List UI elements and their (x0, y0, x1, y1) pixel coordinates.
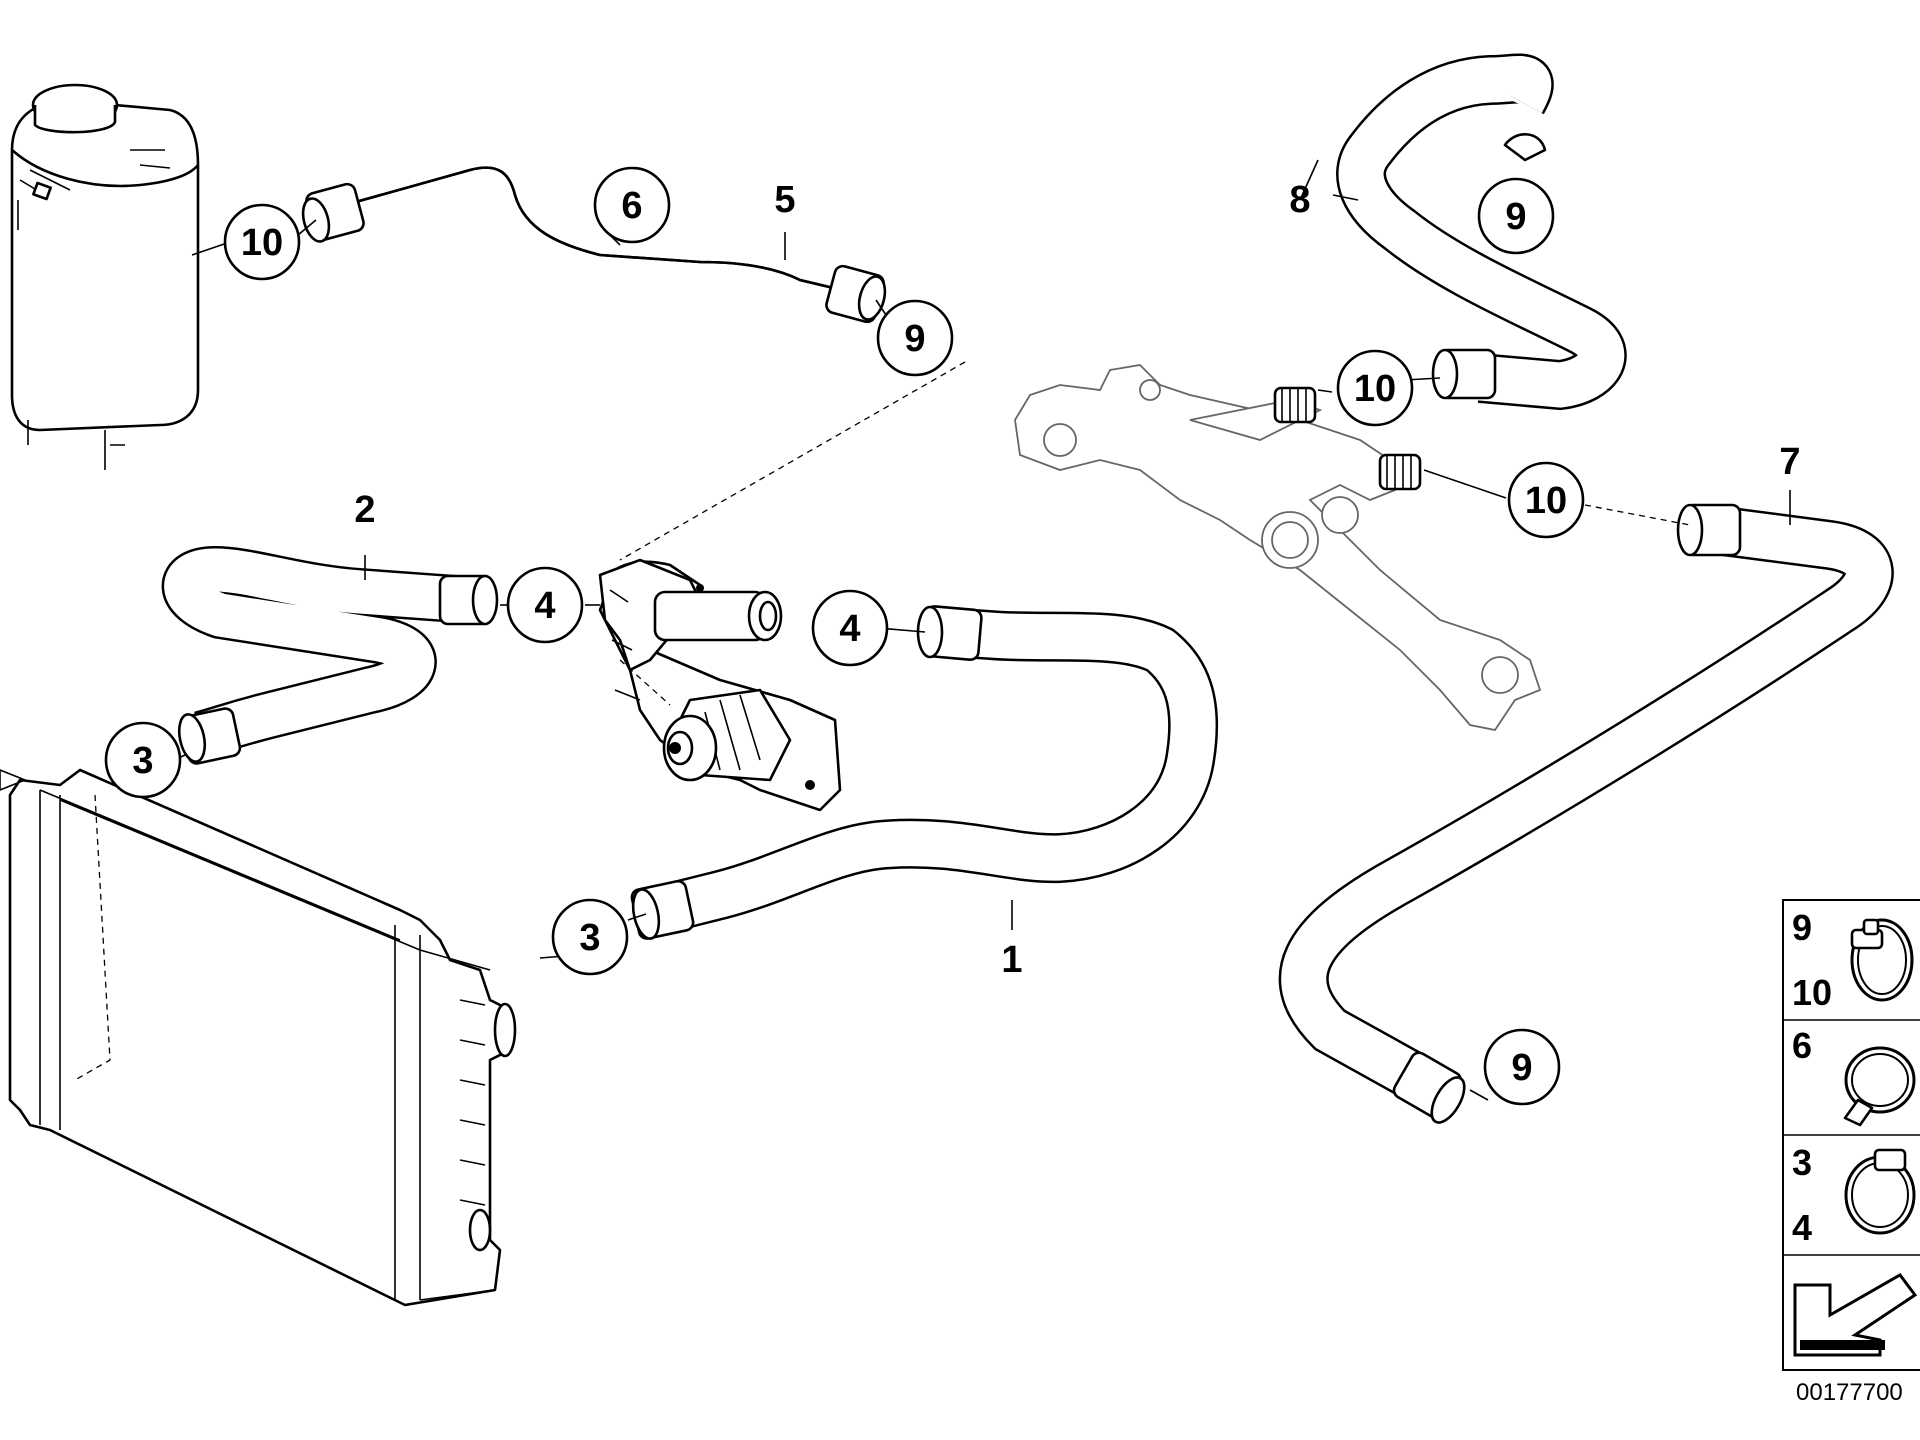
callout-9-upper-right-circle (1477, 177, 1555, 255)
hose-8 (1336, 53, 1627, 411)
label-2: 2 (354, 489, 375, 531)
callout-10-right-upper-label: 10 (1354, 368, 1396, 410)
callout-9-lower-right: 9 (1483, 1028, 1561, 1106)
callout-4-right-circle (811, 589, 889, 667)
callout-10-right-upper-circle (1336, 349, 1414, 427)
callout-3-upper: 3 (104, 721, 182, 799)
legend-3-bottom: 4 (1792, 1207, 1812, 1248)
hose-2-end-left (177, 707, 242, 765)
hose-1-end-top (916, 605, 983, 661)
callout-10-tank-circle (223, 203, 301, 281)
radiator-fins (459, 999, 486, 1206)
hose-1 (630, 605, 1219, 940)
callout-9-upper-right-label: 9 (1505, 196, 1526, 238)
label-5: 5 (774, 179, 795, 221)
label-1: 1 (1001, 939, 1022, 981)
hose-7-end-bottom (1392, 1051, 1466, 1124)
hose-7 (1278, 503, 1894, 1124)
hose-1-end-bottom (630, 879, 695, 940)
hose-8-end (1431, 348, 1497, 400)
legend-1-top: 9 (1792, 907, 1812, 948)
hose-6 (301, 166, 887, 324)
callout-10-right-lower: 10 (1507, 461, 1585, 539)
callout-4-left-label: 4 (534, 585, 555, 627)
callout-10-right-lower-label: 10 (1525, 480, 1567, 522)
radiator (0, 768, 517, 1307)
callout-3-upper-label: 3 (132, 740, 153, 782)
callout-9-lower-right-circle (1483, 1028, 1561, 1106)
legend-row-2: 6 (1792, 1025, 1916, 1127)
hose-6-end-right (825, 264, 887, 324)
callouts: 10 6 9 9 10 10 4 4 3 3 9 (104, 166, 1585, 1106)
screw-clamp-icon (1850, 918, 1914, 1002)
callout-3-upper-circle (104, 721, 182, 799)
expansion-tank (10, 83, 200, 470)
diagram-id: 00177700 (1796, 1379, 1903, 1406)
part-labels: 1 2 5 7 8 (354, 179, 1800, 981)
callout-3-lower-circle (551, 898, 629, 976)
callout-4-right-label: 4 (839, 608, 860, 650)
callout-10-right-upper: 10 (1336, 349, 1414, 427)
callout-10-tank: 10 (223, 203, 301, 281)
legend-1-bottom: 10 (1792, 972, 1832, 1013)
legend-row-3: 3 4 (1792, 1142, 1916, 1248)
callout-9-upper-mid-circle (876, 299, 954, 377)
callout-4-left: 4 (506, 566, 584, 644)
callout-10-right-lower-circle (1507, 461, 1585, 539)
legend-2-top: 6 (1792, 1025, 1812, 1066)
direction-arrow-icon (1793, 1273, 1918, 1357)
spring-clamp-icon (1843, 1046, 1916, 1127)
hose-2 (161, 545, 499, 765)
thermostat-nipple-lower (1378, 453, 1422, 491)
callout-9-lower-right-label: 9 (1511, 1047, 1532, 1089)
callout-9-upper-mid-label: 9 (904, 318, 925, 360)
water-pump-pulley-hub (662, 714, 718, 782)
callout-9-upper-right: 9 (1477, 177, 1555, 255)
hose-6-end-left (301, 182, 365, 243)
legend: 9 10 6 3 4 (1782, 899, 1920, 1371)
water-pump (598, 558, 842, 812)
callout-6-label: 6 (621, 185, 642, 227)
hose-clamp-icon (1844, 1148, 1916, 1235)
callout-3-lower-label: 3 (579, 917, 600, 959)
legend-3-top: 3 (1792, 1142, 1812, 1183)
callout-4-left-circle (506, 566, 584, 644)
callout-6: 6 (593, 166, 671, 244)
callout-9-upper-mid: 9 (876, 299, 954, 377)
callout-6-circle (593, 166, 671, 244)
hose-2-end-right (438, 574, 499, 626)
callout-10-tank-label: 10 (241, 222, 283, 264)
callout-3-lower: 3 (551, 898, 629, 976)
hose-7-end-top (1676, 503, 1742, 557)
label-8: 8 (1289, 179, 1310, 221)
thermostat-nipple-upper (1273, 386, 1317, 424)
label-7: 7 (1779, 441, 1800, 483)
thermostat-housing (1014, 364, 1542, 732)
callout-4-right: 4 (811, 589, 889, 667)
legend-row-1: 9 10 (1792, 907, 1914, 1013)
